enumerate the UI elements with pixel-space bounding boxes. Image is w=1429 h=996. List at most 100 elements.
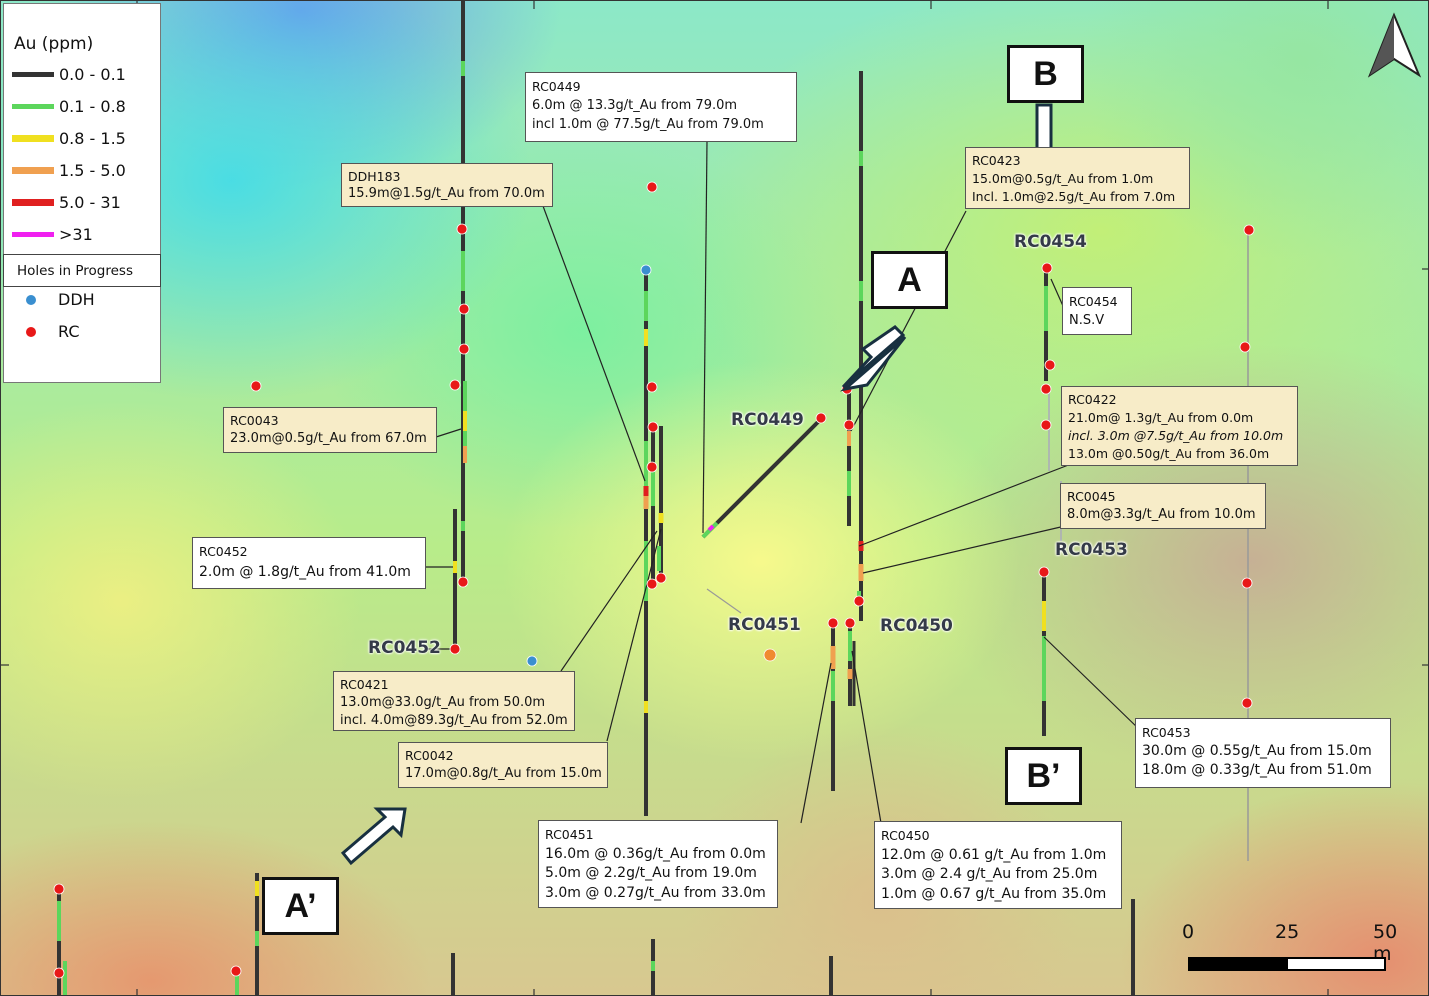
legend-range-label: 0.0 - 0.1	[59, 64, 126, 84]
legend-range-row: 1.5 - 5.0	[12, 159, 126, 181]
callout-line: RC0423	[972, 153, 1021, 168]
callout-line: Incl. 1.0m@2.5g/t_Au from 7.0m	[972, 189, 1176, 204]
callout-line: 13.0m@33.0g/t_Au from 50.0m	[340, 695, 546, 710]
callout-line: 16.0m @ 0.36g/t_Au from 0.0m	[545, 845, 766, 862]
callout-line: 1.0m @ 0.67 g/t_Au from 35.0m	[881, 885, 1107, 902]
scale-segment	[1188, 957, 1288, 971]
arrow-a-prime-icon	[340, 807, 407, 866]
legend-swatch	[12, 231, 54, 237]
callout-rc0454: RC0454 N.S.V	[1062, 287, 1132, 335]
legend-range-label: 1.5 - 5.0	[59, 160, 126, 180]
callout-line: 13.0m @0.50g/t_Au from 36.0m	[1068, 446, 1270, 461]
section-marker-b: B	[1007, 45, 1084, 103]
orange-collar	[763, 648, 777, 662]
callout-rc0422: RC0422 21.0m@ 1.3g/t_Au from 0.0m incl. …	[1061, 386, 1298, 466]
hole-label-rc0454: RC0454	[1014, 232, 1087, 252]
legend-swatch	[12, 134, 54, 142]
callout-line: 18.0m @ 0.33g/t_Au from 51.0m	[1142, 762, 1372, 778]
callout-line: RC0422	[1068, 392, 1117, 407]
legend-range-label: 5.0 - 31	[59, 192, 121, 212]
legend-range-row: 0.8 - 1.5	[12, 127, 126, 149]
leader-lines	[425, 140, 1142, 824]
callout-line: 5.0m @ 2.2g/t_Au from 19.0m	[545, 865, 757, 881]
callout-rc0453: RC0453 30.0m @ 0.55g/t_Au from 15.0m 18.…	[1135, 718, 1391, 788]
callout-line: RC0454	[1069, 294, 1118, 309]
legend-range-row: 0.1 - 0.8	[12, 95, 126, 117]
callout-rc0421: RC0421 13.0m@33.0g/t_Au from 50.0m incl.…	[333, 671, 575, 731]
legend-range-row: 0.0 - 0.1	[12, 63, 126, 85]
hole-label-rc0449: RC0449	[731, 410, 804, 430]
callout-rc0043: RC0043 23.0m@0.5g/t_Au from 67.0m	[223, 407, 437, 453]
legend-range-label: 0.1 - 0.8	[59, 96, 126, 116]
legend-swatch	[12, 198, 54, 206]
north-arrow-icon	[1367, 12, 1422, 78]
legend-holes-title: Holes in Progress	[3, 254, 161, 287]
legend-hole-label: RC	[58, 322, 80, 341]
scale-label: 25	[1275, 921, 1300, 943]
callout-line: incl. 3.0m @7.5g/t_Au from 10.0m	[1068, 428, 1284, 443]
callout-rc0451: RC0451 16.0m @ 0.36g/t_Au from 0.0m 5.0m…	[538, 820, 778, 908]
callout-rc0045: RC0045 8.0m@3.3g/t_Au from 10.0m	[1060, 483, 1266, 529]
legend-range-label: 0.8 - 1.5	[59, 128, 126, 148]
callout-line: RC0043	[230, 413, 279, 428]
callout-line: 30.0m @ 0.55g/t_Au from 15.0m	[1142, 743, 1372, 759]
callout-line: 3.0m @ 2.4 g/t_Au from 25.0m	[881, 866, 1098, 882]
section-marker-a: A	[871, 251, 948, 309]
scale-label: 0	[1182, 921, 1195, 943]
callout-ddh183: DDH183 15.9m@1.5g/t_Au from 70.0m	[341, 163, 553, 207]
callout-line: N.S.V	[1069, 313, 1105, 328]
drill-traces	[57, 1, 1249, 995]
legend-swatch	[12, 71, 54, 77]
callout-line: 15.0m@0.5g/t_Au from 1.0m	[972, 171, 1154, 186]
section-marker-b-prime: B’	[1005, 747, 1082, 805]
callout-line: RC0452	[199, 544, 248, 559]
callout-line: 17.0m@0.8g/t_Au from 15.0m	[405, 766, 602, 781]
legend-hole-row: DDH	[26, 290, 95, 309]
callout-line: DDH183	[348, 169, 401, 184]
callout-rc0452: RC0452 2.0m @ 1.8g/t_Au from 41.0m	[192, 537, 426, 589]
hole-label-rc0450: RC0450	[880, 616, 953, 636]
callout-rc0449: RC0449 6.0m @ 13.3g/t_Au from 79.0m incl…	[525, 72, 797, 142]
callout-line: 21.0m@ 1.3g/t_Au from 0.0m	[1068, 410, 1254, 425]
callout-line: 3.0m @ 0.27g/t_Au from 33.0m	[545, 884, 766, 901]
rc-collars	[53, 181, 1255, 979]
legend-title: Au (ppm)	[14, 34, 94, 54]
callout-line: RC0453	[1142, 725, 1191, 740]
callout-line: incl. 4.0m@89.3g/t_Au from 52.0m	[340, 713, 568, 728]
legend-hole-row: RC	[26, 322, 80, 341]
legend-range-row: >31	[12, 223, 93, 245]
legend-range-row: 5.0 - 31	[12, 191, 121, 213]
legend-swatch	[12, 103, 54, 109]
callout-line: 23.0m@0.5g/t_Au from 67.0m	[230, 431, 427, 446]
hole-label-rc0452: RC0452	[368, 638, 441, 658]
callout-line: 12.0m @ 0.61 g/t_Au from 1.0m	[881, 846, 1107, 863]
callout-rc0042: RC0042 17.0m@0.8g/t_Au from 15.0m	[398, 742, 608, 788]
callout-line: RC0421	[340, 677, 389, 692]
callout-line: 6.0m @ 13.3g/t_Au from 79.0m	[532, 98, 738, 113]
callout-line: RC0449	[532, 79, 581, 94]
arrow-a-icon	[839, 325, 907, 392]
hole-label-rc0453: RC0453	[1055, 540, 1128, 560]
callout-line: RC0451	[545, 827, 594, 842]
callout-line: 2.0m @ 1.8g/t_Au from 41.0m	[199, 564, 411, 580]
legend-hole-label: DDH	[58, 290, 95, 309]
callout-line: incl 1.0m @ 77.5g/t_Au from 79.0m	[532, 117, 764, 132]
section-marker-a-prime: A’	[262, 877, 339, 935]
legend-swatch	[12, 166, 54, 174]
ddh-collars	[526, 264, 652, 667]
scale-bar: 0 25 50 m	[1171, 921, 1421, 981]
hole-label-rc0451: RC0451	[728, 615, 801, 635]
callout-line: RC0045	[1067, 489, 1116, 504]
legend: Au (ppm) 0.0 - 0.1 0.1 - 0.8 0.8 - 1.5 1…	[3, 3, 161, 383]
callout-line: 8.0m@3.3g/t_Au from 10.0m	[1067, 507, 1256, 522]
callout-line: 15.9m@1.5g/t_Au from 70.0m	[348, 186, 545, 201]
callout-rc0423: RC0423 15.0m@0.5g/t_Au from 1.0m Incl. 1…	[965, 147, 1190, 209]
legend-range-label: >31	[59, 224, 93, 244]
rc-dot-icon	[26, 326, 36, 337]
callout-rc0450: RC0450 12.0m @ 0.61 g/t_Au from 1.0m 3.0…	[874, 821, 1122, 909]
callout-line: RC0450	[881, 828, 930, 843]
callout-line: RC0042	[405, 748, 454, 763]
